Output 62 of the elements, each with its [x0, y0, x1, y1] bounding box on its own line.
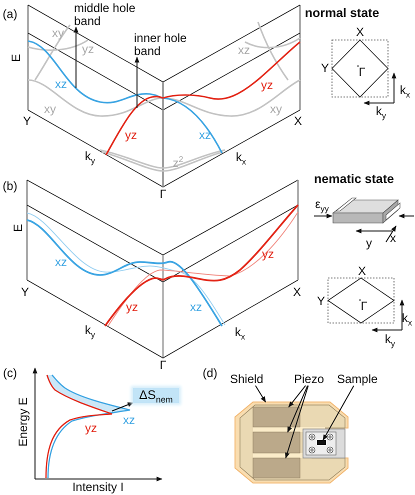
- axis-label: Intensity I: [72, 481, 124, 493]
- callout-text: Shield: [230, 373, 270, 386]
- point-label: Y: [321, 62, 329, 74]
- axis-label: E: [12, 224, 24, 232]
- band-label: yz: [125, 129, 137, 141]
- axis-label: k$_{x}$: [402, 312, 412, 324]
- arrow: [74, 26, 78, 88]
- panel-label: (d): [202, 367, 218, 379]
- leader-line: [287, 385, 308, 433]
- band-label: xz: [55, 78, 67, 90]
- point-label: X: [358, 265, 366, 277]
- axis-label: E: [10, 54, 22, 62]
- callout-text: Sample: [337, 373, 379, 386]
- point-label: X: [356, 26, 364, 38]
- band-label: yz: [126, 301, 138, 313]
- axis-label: k$_{x}$: [234, 326, 246, 338]
- point-label: Y: [23, 115, 31, 127]
- axis-label: k$_{x}$: [400, 84, 410, 96]
- band-label: xy: [52, 27, 64, 39]
- band-label: yz: [82, 43, 94, 55]
- sample: [317, 440, 326, 445]
- heading: nematic state: [314, 172, 394, 186]
- axis-label: y: [366, 237, 372, 249]
- arrow: [112, 402, 134, 412]
- leader-line: [288, 385, 306, 408]
- curve-label: yz: [85, 422, 97, 434]
- curve-label: xz: [123, 414, 135, 426]
- panel-label: (a): [2, 8, 18, 20]
- leader-line: [285, 385, 309, 459]
- axis-label: x: [390, 232, 396, 244]
- band-label: xz: [199, 129, 211, 141]
- leader-line: [254, 385, 266, 403]
- point-label: Y: [21, 286, 29, 298]
- callout-text: middle hole band: [74, 2, 136, 28]
- piezo-stack: [252, 432, 300, 454]
- point-label: X: [293, 286, 301, 298]
- axis-label: Energy E: [17, 397, 29, 447]
- point-label: Γ: [358, 66, 366, 78]
- band-label: xz: [190, 301, 202, 313]
- panel-label: (b): [2, 180, 18, 192]
- band-label: yz: [262, 248, 274, 260]
- callout-text: Piezo: [294, 373, 330, 386]
- heading: normal state: [304, 6, 380, 20]
- panel-label: (c): [3, 367, 17, 379]
- point-label: Γ: [360, 300, 368, 312]
- band-label: xy: [270, 103, 282, 115]
- callout-text: inner hole band: [134, 32, 196, 58]
- piezo-stack: [252, 406, 300, 428]
- band-label: xy: [44, 103, 56, 115]
- point-label: Γ: [160, 188, 166, 200]
- arrow: [134, 56, 140, 108]
- leader-line: [322, 385, 354, 441]
- annotation-box: ΔS$_{nem}$: [133, 388, 179, 404]
- point-label: Γ: [160, 359, 166, 371]
- band-label: yz: [261, 79, 273, 91]
- band-label: xz: [55, 256, 67, 268]
- axis-label: k$_{x}$: [236, 151, 246, 163]
- band-label: xz: [238, 44, 250, 56]
- point-label: Y: [317, 295, 325, 307]
- piezo-stack: [252, 458, 300, 478]
- point-label: X: [294, 115, 302, 127]
- band-label: z$^{2}$: [172, 157, 184, 169]
